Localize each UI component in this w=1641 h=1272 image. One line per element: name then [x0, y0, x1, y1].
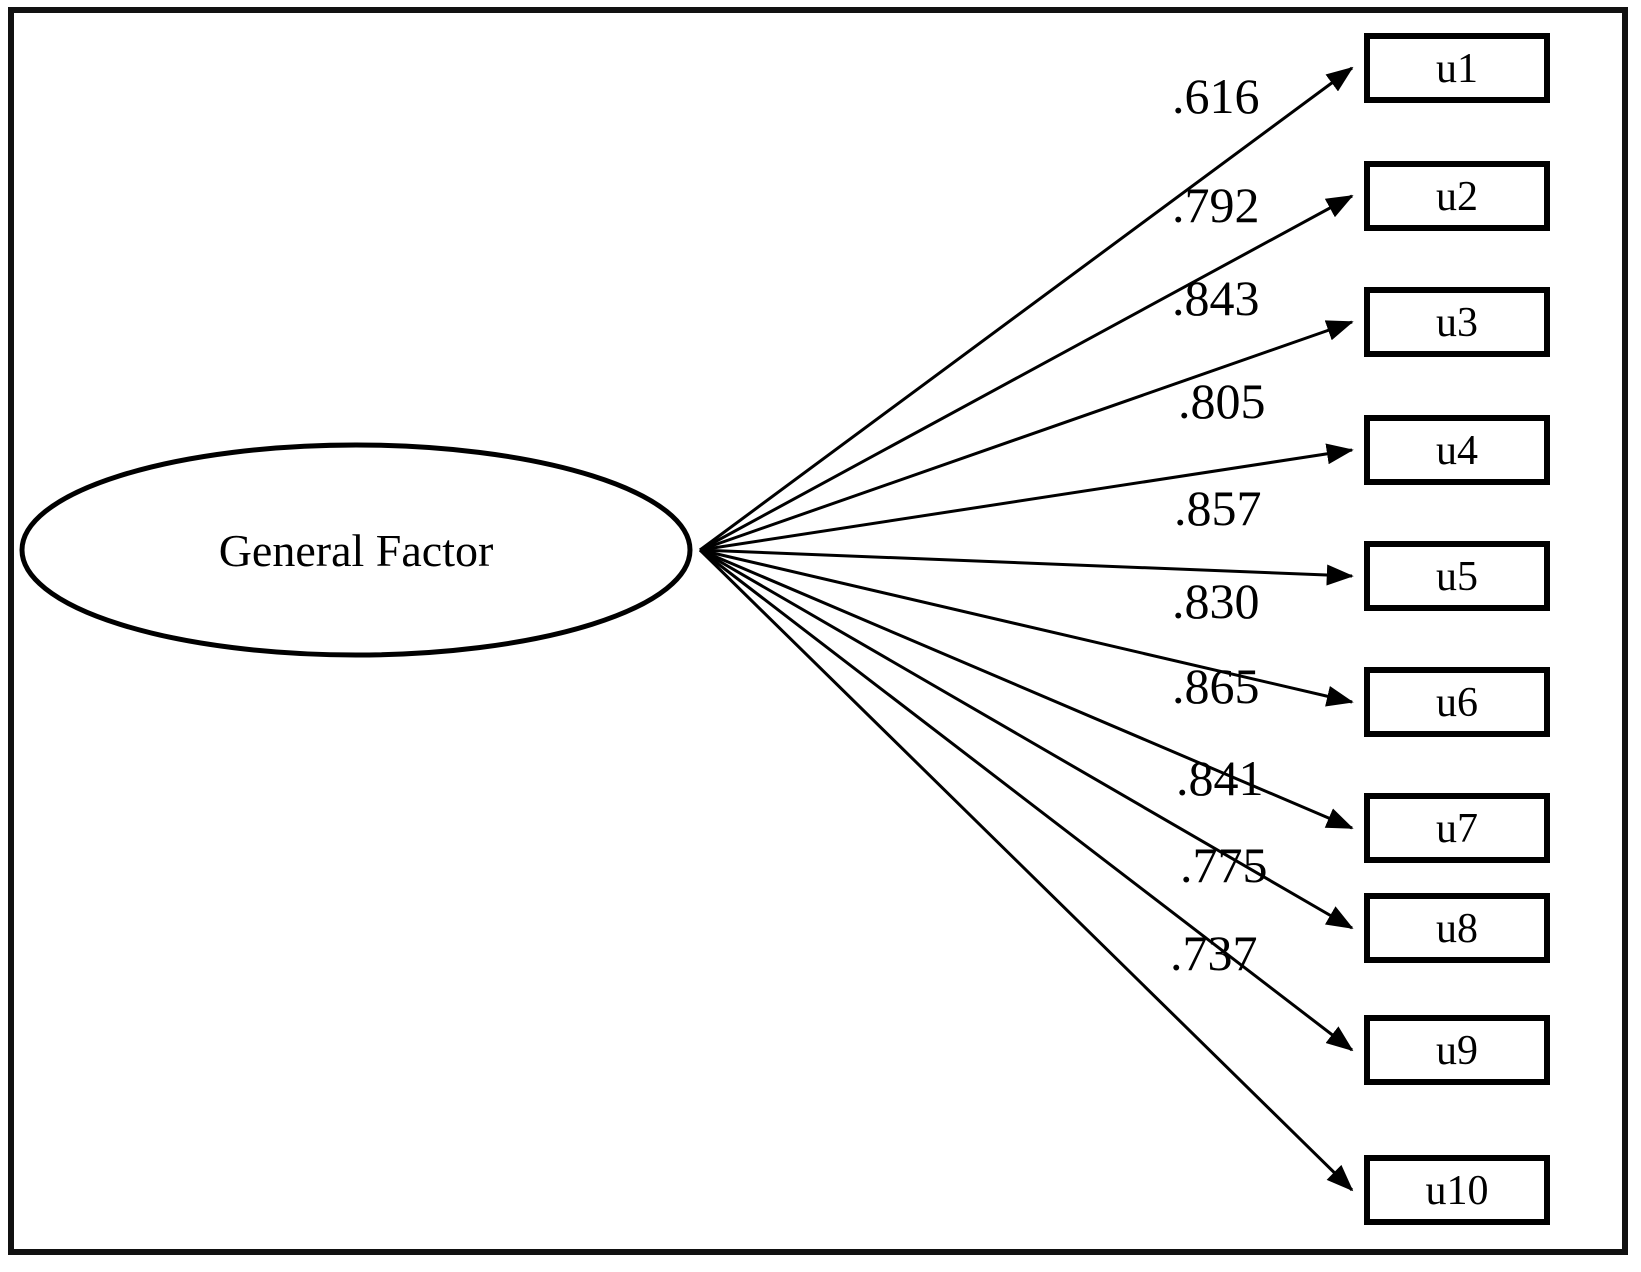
- loading-value-u2: .792: [1172, 177, 1260, 233]
- path-arrow-u1[interactable]: [699, 66, 1354, 552]
- indicator-label-u8: u8: [1436, 906, 1478, 952]
- path-arrow-u9[interactable]: [699, 548, 1354, 1052]
- latent-general-factor[interactable]: General Factor: [19, 442, 693, 658]
- indicator-label-u7: u7: [1436, 806, 1478, 852]
- loading-value-u7: .865: [1172, 658, 1260, 714]
- indicator-boxes: u1 u2 u3 u4 u5 u6: [1364, 33, 1550, 1225]
- indicator-box-u6[interactable]: u6: [1364, 667, 1550, 737]
- loading-value-u6: .830: [1172, 573, 1260, 629]
- indicator-label-u1: u1: [1436, 46, 1478, 92]
- loading-value-u8: .841: [1176, 750, 1264, 806]
- indicator-box-u2[interactable]: u2: [1364, 161, 1550, 231]
- loading-paths: [698, 66, 1354, 1192]
- path-arrow-u3[interactable]: [699, 320, 1354, 552]
- general-factor-label: General Factor: [219, 525, 494, 576]
- path-arrow-u4[interactable]: [699, 443, 1354, 552]
- indicator-label-u5: u5: [1436, 554, 1478, 600]
- loading-value-u5: .857: [1174, 480, 1262, 536]
- indicator-box-u5[interactable]: u5: [1364, 541, 1550, 611]
- indicator-label-u6: u6: [1436, 680, 1478, 726]
- loading-labels: .616 .792 .843 .805 .857 .830 .865 .841 …: [1170, 68, 1268, 981]
- path-arrow-u5[interactable]: [699, 548, 1354, 586]
- indicator-label-u3: u3: [1436, 300, 1478, 346]
- loading-value-u9: .775: [1180, 837, 1268, 893]
- indicator-box-u1[interactable]: u1: [1364, 33, 1550, 103]
- path-arrow-u10[interactable]: [698, 548, 1354, 1192]
- path-arrow-u8[interactable]: [699, 548, 1354, 930]
- loading-value-u3: .843: [1172, 270, 1260, 326]
- indicator-label-u2: u2: [1436, 174, 1478, 220]
- general-factor-ellipse: [19, 442, 693, 658]
- path-arrow-u6[interactable]: [699, 548, 1354, 707]
- indicator-box-u4[interactable]: u4: [1364, 415, 1550, 485]
- indicator-box-u8[interactable]: u8: [1364, 893, 1550, 963]
- path-arrow-u7[interactable]: [699, 548, 1354, 830]
- path-arrow-u2[interactable]: [699, 194, 1354, 552]
- loading-value-u1: .616: [1172, 68, 1260, 124]
- indicator-box-u9[interactable]: u9: [1364, 1015, 1550, 1085]
- figure-border: [8, 7, 1628, 1255]
- loading-value-u4: .805: [1178, 373, 1266, 429]
- indicator-box-u3[interactable]: u3: [1364, 287, 1550, 357]
- loading-value-u10: .737: [1170, 925, 1258, 981]
- indicator-box-u7[interactable]: u7: [1364, 793, 1550, 863]
- indicator-box-u10[interactable]: u10: [1364, 1155, 1550, 1225]
- indicator-label-u4: u4: [1436, 428, 1478, 474]
- indicator-label-u10: u10: [1426, 1168, 1489, 1214]
- indicator-label-u9: u9: [1436, 1028, 1478, 1074]
